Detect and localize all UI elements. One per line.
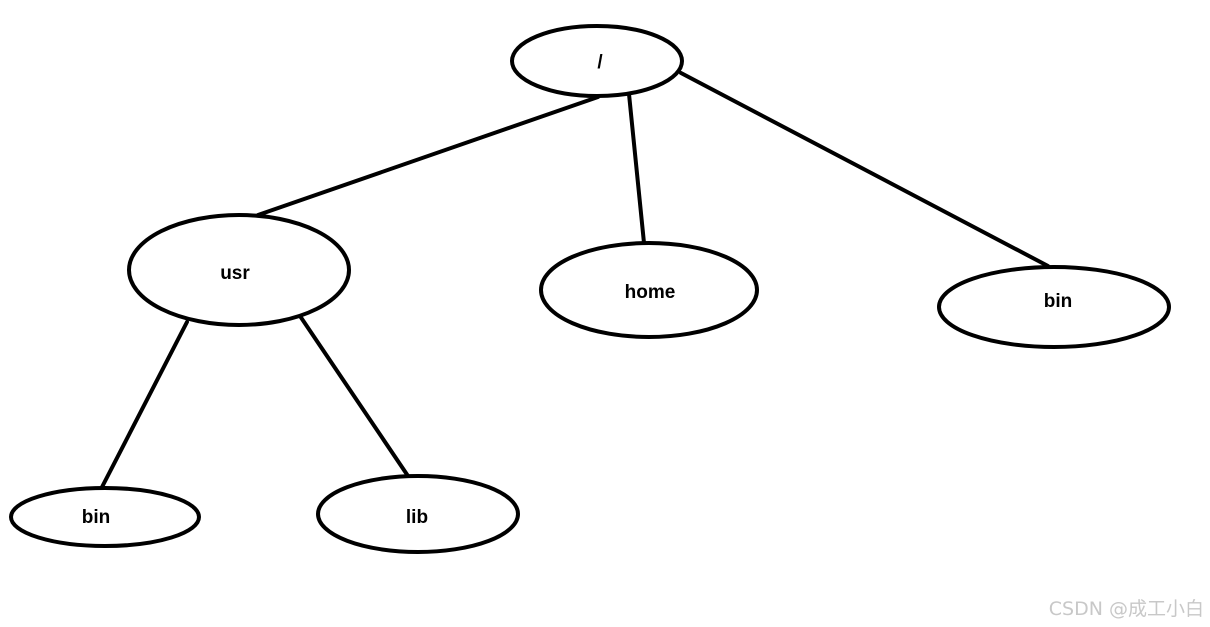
node-bin-usr-label: bin xyxy=(82,507,111,528)
edge-root-bin xyxy=(679,71,1050,268)
edges-layer xyxy=(99,71,1050,491)
node-bin-top-shape xyxy=(937,265,1171,349)
node-bin-top-label: bin xyxy=(1044,291,1073,312)
node-lib: lib xyxy=(316,474,520,554)
edge-usr-lib xyxy=(298,314,410,478)
node-home-shape xyxy=(539,241,759,339)
node-home: home xyxy=(539,241,759,339)
node-home-label: home xyxy=(625,282,676,303)
node-bin-usr-shape xyxy=(9,486,201,548)
watermark: CSDN @成工小白 xyxy=(1048,598,1204,620)
node-usr-shape xyxy=(127,213,351,327)
node-bin-top: bin xyxy=(937,265,1171,349)
node-lib-shape xyxy=(316,474,520,554)
node-usr: usr xyxy=(127,213,351,327)
node-lib-label: lib xyxy=(406,507,428,528)
node-root-shape xyxy=(510,24,684,98)
edge-usr-bin xyxy=(99,320,189,491)
node-bin-usr: bin xyxy=(9,486,201,548)
node-root: / xyxy=(510,24,684,98)
edge-root-home xyxy=(627,92,646,245)
edge-root-usr xyxy=(256,95,600,217)
node-root-label: / xyxy=(597,52,603,73)
node-usr-label: usr xyxy=(220,263,250,284)
